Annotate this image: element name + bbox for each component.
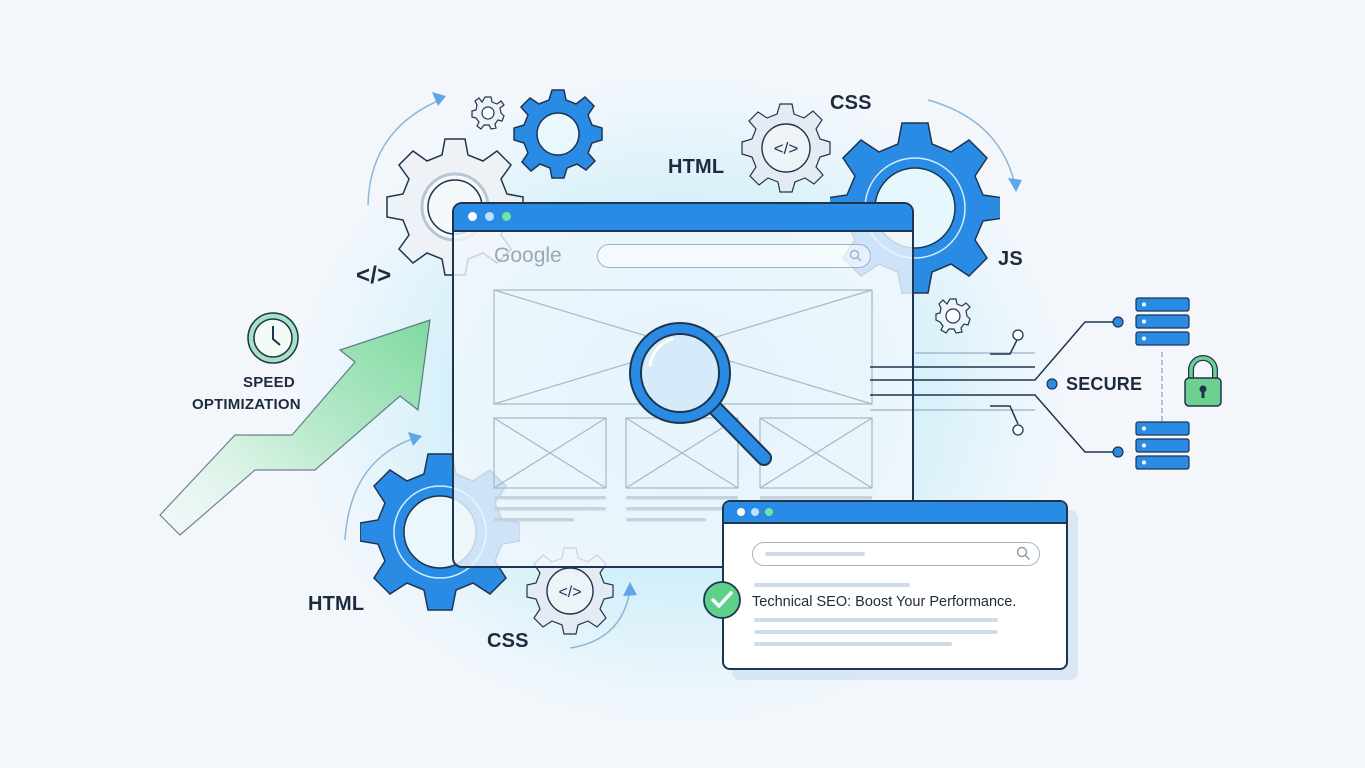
code-gear-icon: </> bbox=[741, 103, 831, 193]
result-title[interactable]: Technical SEO: Boost Your Performance. bbox=[752, 594, 1017, 610]
speed-label-line1: SPEED bbox=[243, 374, 295, 391]
search-icon bbox=[849, 249, 862, 262]
html-label-top: HTML bbox=[668, 156, 725, 178]
check-circle-icon bbox=[703, 581, 741, 619]
code-gear-icon: </> bbox=[526, 547, 614, 635]
code-tag-icon: </> bbox=[356, 262, 392, 289]
js-label: JS bbox=[998, 248, 1023, 270]
clock-icon bbox=[247, 312, 299, 364]
result-url-line bbox=[754, 583, 910, 587]
server-icon bbox=[1135, 421, 1190, 470]
search-input[interactable] bbox=[597, 244, 871, 268]
gear-icon bbox=[471, 96, 505, 130]
browser-titlebar bbox=[454, 204, 912, 232]
result-search-input[interactable] bbox=[752, 542, 1040, 566]
window-dot-maximize bbox=[502, 212, 511, 221]
css-label-top: CSS bbox=[830, 92, 872, 114]
result-card-titlebar bbox=[724, 502, 1066, 524]
server-icon bbox=[1135, 297, 1190, 346]
css-label-bottom: CSS bbox=[487, 630, 529, 652]
result-snippet-line bbox=[754, 630, 998, 634]
window-dot-minimize bbox=[751, 508, 759, 516]
window-dot-close bbox=[468, 212, 477, 221]
search-icon bbox=[1016, 546, 1030, 560]
window-dot-close bbox=[737, 508, 745, 516]
result-snippet-line bbox=[754, 618, 998, 622]
html-label-bottom: HTML bbox=[308, 593, 365, 615]
magnifier-icon bbox=[629, 322, 772, 466]
search-query-placeholder bbox=[765, 552, 865, 556]
gear-icon bbox=[935, 298, 971, 334]
speed-label-line2: OPTIMIZATION bbox=[192, 396, 301, 413]
search-engine-logo: Google bbox=[494, 244, 562, 267]
lock-icon bbox=[1184, 355, 1222, 407]
window-dot-maximize bbox=[765, 508, 773, 516]
secure-network-lines bbox=[870, 316, 1163, 458]
gear-icon bbox=[513, 89, 603, 179]
svg-text:</>: </> bbox=[774, 139, 799, 158]
result-snippet-line bbox=[754, 642, 952, 646]
window-dot-minimize bbox=[485, 212, 494, 221]
secure-label: SECURE bbox=[1066, 374, 1143, 394]
svg-text:</>: </> bbox=[558, 584, 581, 601]
growth-arrow-icon bbox=[159, 319, 431, 536]
search-result-card: Technical SEO: Boost Your Performance. bbox=[722, 500, 1068, 670]
